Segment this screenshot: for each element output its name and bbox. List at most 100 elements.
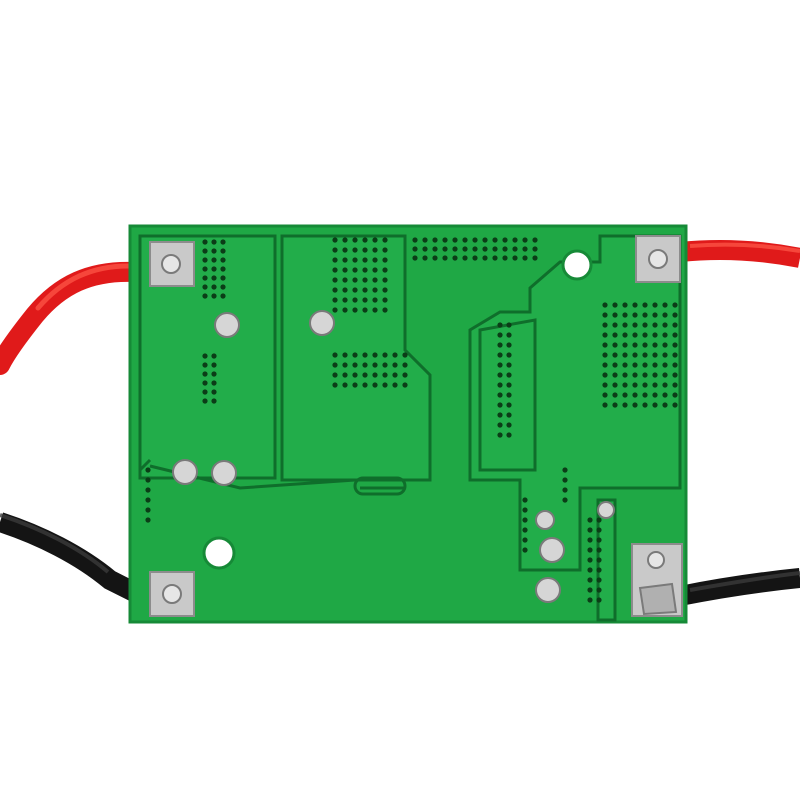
- via-hole: [202, 293, 208, 299]
- via-hole: [506, 422, 512, 428]
- via-hole: [512, 246, 518, 252]
- via-hole: [672, 362, 678, 368]
- via-hole: [602, 302, 608, 308]
- via-hole: [362, 247, 368, 253]
- via-hole: [372, 297, 378, 303]
- via-hole: [562, 467, 568, 473]
- pad-solder-tr: [648, 249, 668, 269]
- copper-region-center: [280, 234, 432, 482]
- via-hole: [506, 432, 512, 438]
- via-hole: [632, 402, 638, 408]
- via-hole: [332, 307, 338, 313]
- via-hole: [652, 382, 658, 388]
- via-hole: [372, 257, 378, 263]
- via-hole: [622, 392, 628, 398]
- via-hole: [402, 352, 408, 358]
- via-hole: [342, 372, 348, 378]
- trace-slot-pad: [353, 476, 407, 496]
- via-hole: [642, 342, 648, 348]
- via-hole: [522, 497, 528, 503]
- via-hole: [662, 402, 668, 408]
- via-hole: [596, 597, 602, 603]
- via-hole: [672, 392, 678, 398]
- via-hole: [202, 266, 208, 272]
- via-hole: [506, 362, 512, 368]
- via-hole: [506, 342, 512, 348]
- via-hole: [382, 237, 388, 243]
- via-hole: [372, 237, 378, 243]
- via-hole: [482, 246, 488, 252]
- via-hole: [412, 255, 418, 261]
- via-hole: [497, 392, 503, 398]
- via-hole: [642, 302, 648, 308]
- pad-solder-br: [647, 551, 665, 569]
- via-hole: [512, 255, 518, 261]
- via-hole: [497, 332, 503, 338]
- via-hole: [492, 246, 498, 252]
- mounting-hole-top: [561, 249, 593, 281]
- via-hole: [211, 248, 217, 254]
- via-hole: [642, 402, 648, 408]
- via-hole: [211, 293, 217, 299]
- via-hole: [512, 237, 518, 243]
- via-hole: [342, 352, 348, 358]
- via-hole: [372, 247, 378, 253]
- via-hole: [211, 389, 217, 395]
- via-hole: [362, 382, 368, 388]
- black-wire-left: [0, 512, 145, 604]
- via-hole: [596, 587, 602, 593]
- via-hole: [352, 287, 358, 293]
- via-hole: [632, 362, 638, 368]
- via-hole: [332, 297, 338, 303]
- via-hole: [506, 402, 512, 408]
- via-hole: [220, 248, 226, 254]
- via-hole: [211, 257, 217, 263]
- via-hole: [422, 255, 428, 261]
- via-hole: [596, 567, 602, 573]
- via-hole: [602, 382, 608, 388]
- solder-joints: [172, 310, 615, 603]
- via-hole: [342, 237, 348, 243]
- via-hole: [672, 312, 678, 318]
- via-hole: [602, 312, 608, 318]
- via-hole: [596, 527, 602, 533]
- via-hole: [392, 382, 398, 388]
- via-hole: [211, 266, 217, 272]
- via-hole: [145, 477, 151, 483]
- via-hole: [352, 297, 358, 303]
- via-hole: [652, 372, 658, 378]
- via-hole: [352, 352, 358, 358]
- via-hole: [632, 382, 638, 388]
- via-hole: [642, 382, 648, 388]
- via-hole: [202, 380, 208, 386]
- via-hole: [672, 352, 678, 358]
- via-hole: [652, 302, 658, 308]
- via-hole: [452, 237, 458, 243]
- via-hole: [392, 372, 398, 378]
- via-hole: [672, 322, 678, 328]
- via-hole: [502, 246, 508, 252]
- via-hole: [622, 382, 628, 388]
- via-grids: [145, 237, 678, 603]
- via-hole: [352, 247, 358, 253]
- via-hole: [442, 255, 448, 261]
- via-hole: [362, 257, 368, 263]
- via-hole: [522, 527, 528, 533]
- pad-solder-bl: [162, 584, 182, 604]
- via-hole: [362, 267, 368, 273]
- via-hole: [652, 342, 658, 348]
- via-hole: [497, 382, 503, 388]
- via-hole: [662, 312, 668, 318]
- via-hole: [332, 287, 338, 293]
- via-hole: [372, 267, 378, 273]
- via-hole: [382, 307, 388, 313]
- via-hole: [497, 342, 503, 348]
- via-hole: [342, 257, 348, 263]
- solder-joint: [214, 312, 240, 338]
- via-hole: [362, 297, 368, 303]
- via-hole: [145, 507, 151, 513]
- via-hole: [662, 322, 668, 328]
- via-hole: [622, 352, 628, 358]
- via-hole: [372, 352, 378, 358]
- via-hole: [372, 362, 378, 368]
